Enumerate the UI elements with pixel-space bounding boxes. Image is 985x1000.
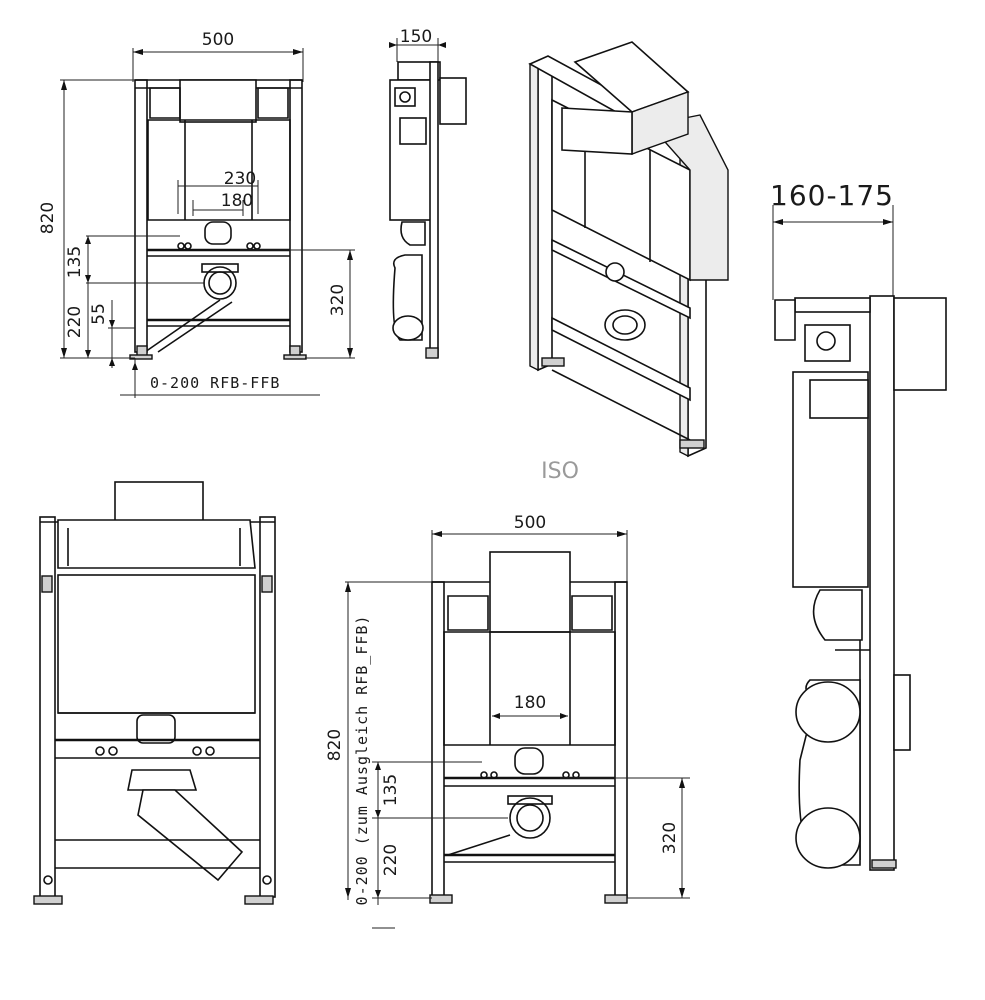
isometric-view — [528, 41, 729, 458]
dimension-135: 135 — [65, 246, 85, 278]
front-view-bottom-left — [33, 481, 276, 905]
dimension-220-bottom: 220 — [381, 844, 401, 876]
dimension-135-bottom: 135 — [381, 774, 401, 806]
side-view-top: 150 — [389, 27, 467, 359]
front-view-bottom-center: 500 180 820 0-200 (zum Ausgleich RFB_FF — [325, 513, 690, 929]
side-view-right: 160-175 — [770, 179, 947, 871]
outer-dimension: 230 — [224, 169, 256, 189]
dimension-320-bottom: 320 — [660, 822, 680, 854]
adjust-label: 0-200 (zum Ausgleich RFB_FFB) — [353, 615, 371, 906]
inner-dimension: 180 — [221, 191, 253, 211]
inner-dimension-bottom: 180 — [514, 693, 546, 713]
front-view-top-left: 500 230 180 — [38, 30, 355, 398]
depth-dimension-right: 160-175 — [770, 179, 894, 212]
dimension-320: 320 — [328, 284, 348, 316]
height-dimension: 820 — [38, 202, 58, 234]
dimension-55: 55 — [89, 303, 109, 325]
width-dimension-bottom: 500 — [514, 513, 546, 533]
width-dimension: 500 — [202, 30, 234, 50]
height-dimension-bottom: 820 — [325, 729, 345, 761]
dimension-220: 220 — [65, 306, 85, 338]
depth-dimension: 150 — [400, 27, 432, 47]
rfb-ffb-label: 0-200 RFB-FFB — [150, 374, 280, 392]
iso-label: ISO — [541, 459, 579, 484]
